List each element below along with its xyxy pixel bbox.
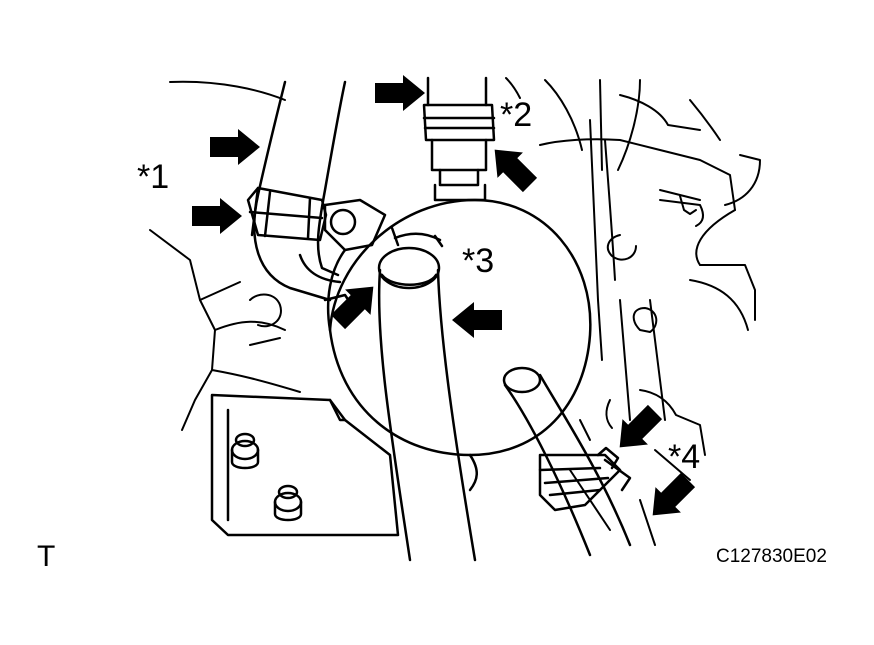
hose-clamp-1 [246, 186, 328, 242]
callout-4-label: *4 [668, 438, 701, 476]
arrow-hose4-lower [652, 472, 696, 516]
callout-1-label: *1 [137, 158, 170, 196]
bracket-bolt [230, 432, 303, 522]
callout-3-label: *3 [462, 242, 495, 280]
arrow-hose1-upper [210, 129, 260, 165]
arrow-hose2-clamp [375, 75, 425, 111]
view-code-label: T [37, 540, 56, 573]
fuel-hose-4 [502, 366, 632, 557]
figure-code-label: C127830E02 [716, 546, 827, 567]
filter-mount-bolt [323, 198, 387, 252]
arrows [192, 75, 696, 516]
arrow-hose3-left [330, 286, 374, 330]
arrow-hose1-clamp [192, 198, 242, 234]
hose-clamp-2 [422, 103, 496, 142]
arrow-hose3-right [452, 302, 502, 338]
mounting-bracket [210, 393, 400, 537]
arrow-hose2-connector [494, 149, 538, 193]
fuel-filter [323, 198, 592, 492]
callout-2-label: *2 [500, 96, 533, 134]
arrow-hose4-upper [619, 404, 663, 448]
background-engine-outline [149, 77, 761, 546]
fuel-hose-3 [377, 246, 477, 562]
fuel-hose-2 [426, 76, 488, 202]
